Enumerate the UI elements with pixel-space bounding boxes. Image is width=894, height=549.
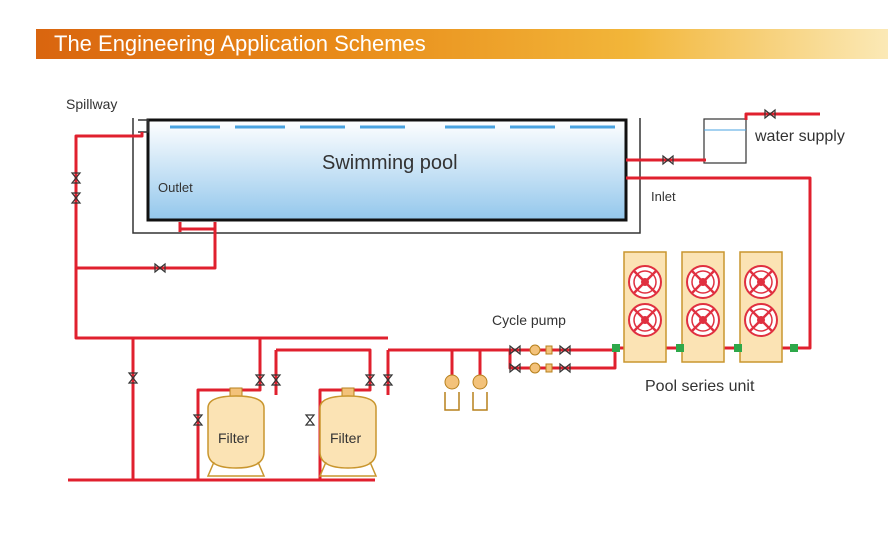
cycle-pump-inline <box>529 344 553 374</box>
unit-connectors <box>612 344 798 352</box>
pool-label: Swimming pool <box>322 152 458 174</box>
pool-heat-pump-unit-1 <box>623 251 667 363</box>
dosing-pump-1 <box>444 374 460 411</box>
pool-series-unit-label: Pool series unit <box>645 378 755 395</box>
pool-heat-pump-unit-2 <box>681 251 725 363</box>
cycle-pump-label: Cycle pump <box>492 312 566 328</box>
filter-1-label: Filter <box>218 430 250 446</box>
filter-tank-2 <box>318 387 378 477</box>
pool-heat-pump-unit-3 <box>739 251 783 363</box>
filter-2-label: Filter <box>330 430 362 446</box>
spillway-label: Spillway <box>66 96 118 112</box>
filter-tank-1 <box>206 387 266 477</box>
water-supply-label: water supply <box>755 128 845 145</box>
page-title: The Engineering Application Schemes <box>54 31 426 56</box>
header-banner: The Engineering Application Schemes <box>36 29 888 59</box>
water-supply-tank <box>703 118 747 164</box>
swimming-pool <box>132 118 641 234</box>
outlet-label: Outlet <box>158 180 193 195</box>
dosing-pump-2 <box>472 374 488 411</box>
inlet-label: Inlet <box>651 189 676 204</box>
